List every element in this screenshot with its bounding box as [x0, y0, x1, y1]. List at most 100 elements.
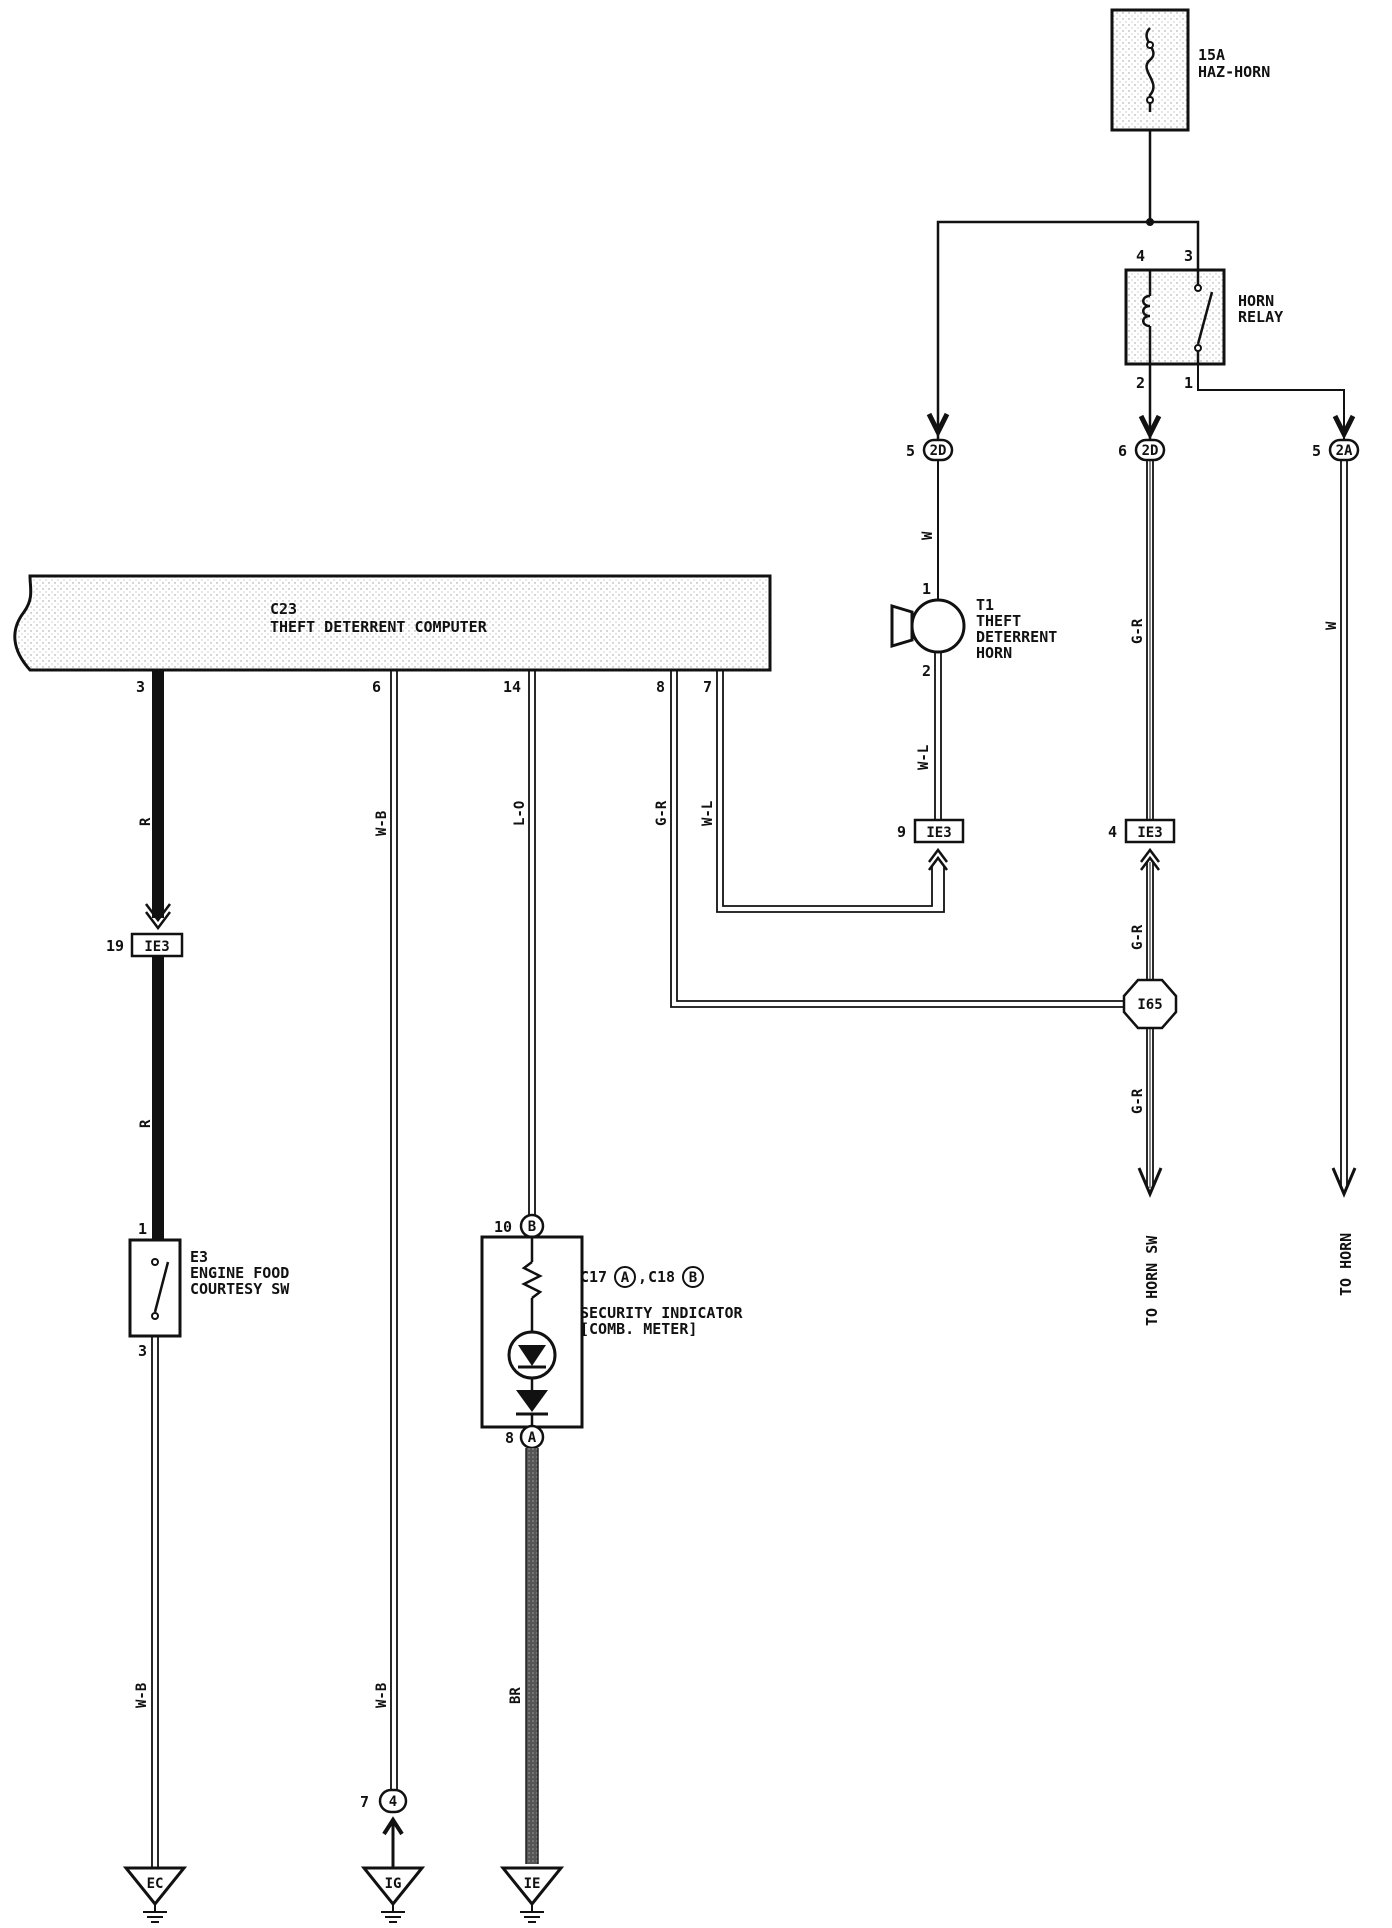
connector-2a: 2A 5 — [1312, 438, 1360, 462]
arrow-2d-mid — [1138, 414, 1162, 440]
connector-2d-mid: 2D 6 — [1118, 438, 1166, 462]
indicator-pin-10: 10 — [494, 1218, 512, 1236]
theft-deterrent-computer: C23 THEFT DETERRENT COMPUTER 3 6 14 8 7 — [13, 574, 772, 696]
ground-ec: EC — [122, 1866, 188, 1923]
svg-text:IG: IG — [385, 1876, 402, 1892]
indicator-pin-8: 8 — [505, 1429, 514, 1447]
wire-gr-c23-a — [670, 670, 1124, 1008]
connector-ie3-horn: IE3 9 — [897, 818, 965, 844]
relay-label-line1: HORN — [1238, 292, 1274, 310]
computer-pin-3: 3 — [136, 678, 145, 696]
wire-wl-c23-a — [716, 670, 945, 913]
connector-ie3-left-pin: 19 — [106, 937, 124, 955]
computer-pin-14: 14 — [503, 678, 521, 696]
indicator-line1: SECURITY INDICATOR — [580, 1304, 744, 1322]
indicator-connector-b: B — [528, 1219, 536, 1235]
svg-text:IE3: IE3 — [144, 939, 169, 955]
connector-ie3-right: IE3 4 — [1108, 818, 1176, 844]
svg-text:B: B — [689, 1270, 697, 1286]
connector-2d-left-pin: 5 — [906, 442, 915, 460]
relay-pin-1: 1 — [1184, 374, 1193, 392]
svg-text:IE3: IE3 — [926, 825, 951, 841]
horn-relay: 4 3 2 1 HORN RELAY — [1124, 247, 1283, 392]
wire-color-gr-c23: G-R — [654, 800, 670, 826]
wire-color-r-lower: R — [138, 1119, 154, 1128]
wire-color-w-horn: W — [920, 531, 936, 540]
ground-ie: IE — [499, 1866, 565, 1923]
wire-color-br: BR — [508, 1687, 524, 1704]
fuse-rating: 15A — [1198, 46, 1225, 64]
svg-text:EC: EC — [147, 1876, 164, 1892]
fuse-name: HAZ-HORN — [1198, 63, 1270, 81]
svg-text:2D: 2D — [1142, 443, 1159, 459]
wire-wl-c23-b — [722, 670, 933, 907]
relay-pin-4: 4 — [1136, 247, 1145, 265]
wire-color-gr-relay: G-R — [1130, 618, 1146, 644]
wire-color-r-upper: R — [138, 817, 154, 826]
ground-ig: IG — [360, 1866, 426, 1923]
switch-code: E3 — [190, 1248, 208, 1266]
svg-text:4: 4 — [389, 1794, 397, 1810]
dest-horn-sw: TO HORN SW — [1143, 1235, 1161, 1326]
switch-line2: COURTESY SW — [190, 1280, 290, 1298]
indicator-line2: [COMB. METER] — [580, 1320, 697, 1338]
indicator-connector-a: A — [528, 1430, 537, 1446]
switch-line1: ENGINE FOOD — [190, 1264, 289, 1282]
security-indicator: B 10 A 8 C17 A , C18 B SECURITY INDICATO… — [480, 1213, 744, 1450]
relay-pin-2: 2 — [1136, 374, 1145, 392]
engine-hood-courtesy-switch: 1 3 E3 ENGINE FOOD COURTESY SW — [128, 1220, 290, 1360]
wire-color-wb-mid: W-B — [374, 811, 390, 836]
wire-color-wl-horn: W-L — [916, 745, 932, 770]
computer-pin-7: 7 — [703, 678, 712, 696]
wire-color-lo: L-O — [512, 801, 528, 826]
wire-branch-horn — [936, 220, 1150, 442]
wire-color-wl-c23: W-L — [700, 801, 716, 826]
horn-line2: DETERRENT — [976, 628, 1057, 646]
dest-horn: TO HORN — [1337, 1233, 1355, 1296]
svg-text:I65: I65 — [1137, 997, 1162, 1013]
horn-pin-2: 2 — [922, 662, 931, 680]
connector-2d-mid-pin: 6 — [1118, 442, 1127, 460]
arrow-ie3-left — [145, 903, 171, 931]
indicator-code-a: C17 — [580, 1268, 607, 1286]
wire-color-gr-i65: G-R — [1130, 1088, 1146, 1114]
connector-2d-left: 2D 5 — [906, 438, 954, 462]
computer-pin-6: 6 — [372, 678, 381, 696]
arrow-2a — [1332, 414, 1356, 440]
horn-pin-1: 1 — [922, 580, 931, 598]
connector-2a-pin: 5 — [1312, 442, 1321, 460]
wire-color-gr-ie3: G-R — [1130, 924, 1146, 950]
horn-line1: THEFT — [976, 612, 1021, 630]
svg-text:IE3: IE3 — [1137, 825, 1162, 841]
svg-text:A: A — [621, 1270, 630, 1286]
connector-4: 4 7 — [360, 1788, 408, 1814]
indicator-code-b: C18 — [648, 1268, 675, 1286]
horn-code: T1 — [976, 596, 994, 614]
wire-relay-2a — [1197, 364, 1345, 442]
wire-relay-pin3 — [1150, 220, 1200, 270]
svg-text:,: , — [638, 1268, 647, 1286]
horn-line3: HORN — [976, 644, 1012, 662]
relay-pin-3: 3 — [1184, 247, 1193, 265]
svg-text:IE: IE — [524, 1876, 541, 1892]
fuse-haz-horn: 15A HAZ-HORN — [1110, 8, 1270, 132]
computer-name: THEFT DETERRENT COMPUTER — [270, 618, 488, 636]
connector-ie3-horn-pin: 9 — [897, 823, 906, 841]
wire-color-wb-e3: W-B — [134, 1683, 150, 1708]
svg-text:2D: 2D — [930, 443, 947, 459]
arrow-to-horn — [1331, 1167, 1357, 1198]
arrow-2d-left — [926, 412, 950, 438]
relay-label-line2: RELAY — [1238, 308, 1283, 326]
wire-color-w-right: W — [1324, 621, 1340, 630]
arrow-ie3-right — [1140, 847, 1160, 871]
switch-pin-1: 1 — [138, 1220, 147, 1238]
computer-pin-8: 8 — [656, 678, 665, 696]
wire-gr-c23-b — [676, 670, 1124, 1002]
wire-color-wb-lower: W-B — [374, 1683, 390, 1708]
connector-ie3-left: IE3 19 — [106, 932, 184, 958]
arrow-to-horn-sw — [1137, 1167, 1163, 1198]
theft-deterrent-horn: 1 2 T1 THEFT DETERRENT HORN — [890, 580, 1057, 680]
svg-text:2A: 2A — [1336, 443, 1353, 459]
switch-pin-3: 3 — [138, 1342, 147, 1360]
